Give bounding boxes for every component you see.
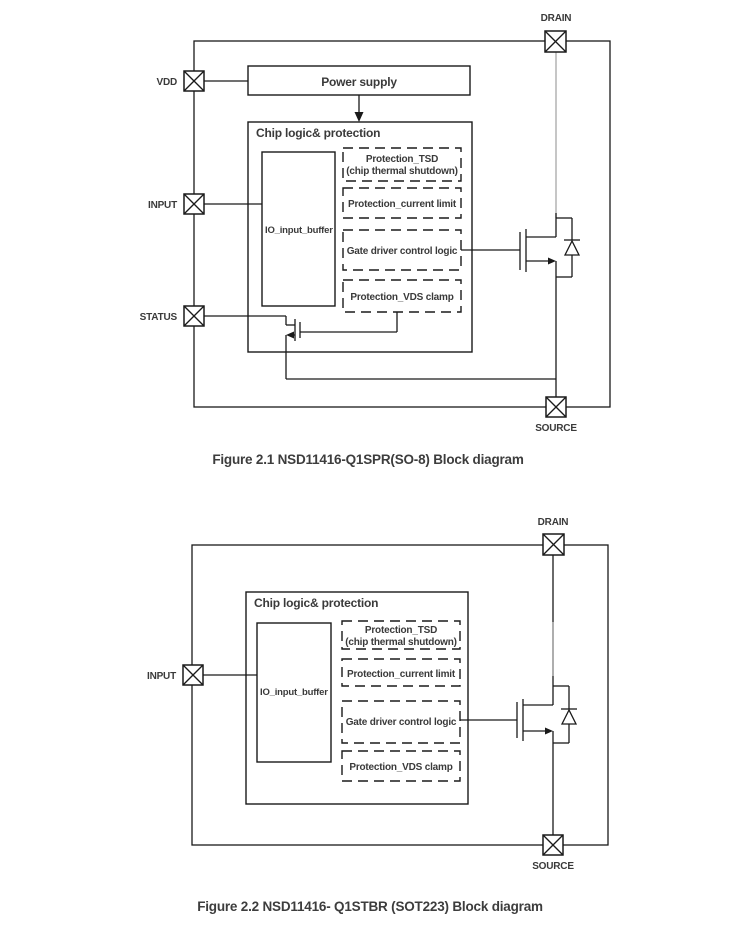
terminal-input: INPUT [148,193,205,215]
protection-current-limit-label: Protection_current limit [348,199,457,210]
power-to-logic-arrow [354,95,364,122]
protection-tsd-label-line1: Protection_TSD [366,154,438,165]
io-input-buffer-block [256,622,332,763]
status-mosfet-symbol [285,312,398,379]
chip-boundary-box [191,544,609,846]
gate-driver-block [341,700,461,744]
arrow-down-icon [354,112,364,122]
source-terminal-label: SOURCE [535,423,577,434]
protection-tsd-block [341,620,461,650]
power-supply-block [247,65,471,96]
source-terminal-label: SOURCE [532,861,574,872]
protection-tsd-block [342,147,462,182]
terminal-drain: DRAIN [541,13,572,53]
protection-vds-clamp-label: Protection_VDS clamp [349,762,452,773]
arrow-right-icon [548,257,556,265]
input-terminal-label: INPUT [148,200,177,211]
vdd-terminal-label: VDD [156,77,177,88]
drain-terminal-label: DRAIN [538,517,569,528]
protection-vds-clamp-label: Protection_VDS clamp [350,292,453,303]
figure-2-1-caption: Figure 2.1 NSD11416-Q1SPR(SO-8) Block di… [212,452,524,467]
protection-tsd-label-line2: (chip thermal shutdown) [345,637,457,648]
chip-logic-label: Chip logic& protection [256,126,380,140]
protection-tsd-label-line1: Protection_TSD [365,625,437,636]
protection-tsd-label-line2: (chip thermal shutdown) [346,166,458,177]
terminal-source: SOURCE [532,834,575,872]
terminal-vdd: VDD [156,70,205,92]
input-terminal-label: INPUT [147,671,176,682]
arrow-left-icon [286,331,294,339]
io-input-buffer-label: IO_input_buffer [265,225,333,236]
terminal-source: SOURCE [535,396,578,434]
body-diode-icon [563,239,581,277]
figure-2-2-caption: Figure 2.2 NSD11416- Q1STBR (SOT223) Blo… [197,899,543,914]
figure-2-1-diagram: Power supply Chip logic& protection IO_i… [140,13,611,467]
protection-vds-clamp-block [342,279,462,313]
chip-logic-label: Chip logic& protection [254,596,378,610]
terminal-input: INPUT [147,664,204,686]
io-input-buffer-block [261,151,336,307]
power-mosfet-symbol [460,685,578,835]
protection-current-limit-block [341,658,461,687]
power-supply-label: Power supply [321,75,397,89]
arrow-right-icon [545,727,553,735]
protection-vds-clamp-block [341,750,461,782]
protection-current-limit-label: Protection_current limit [347,669,456,680]
status-terminal-label: STATUS [140,312,178,323]
figure-2-2-diagram: Chip logic& protection IO_input_buffer P… [147,517,609,914]
io-input-buffer-label: IO_input_buffer [260,687,328,698]
body-diode-icon [560,708,578,743]
protection-current-limit-block [342,187,462,219]
gate-driver-block [342,229,462,271]
chip-boundary-box [193,40,611,408]
gate-driver-label: Gate driver control logic [346,717,457,728]
terminal-drain: DRAIN [538,517,569,556]
drain-terminal-label: DRAIN [541,13,572,24]
gate-driver-label: Gate driver control logic [347,246,458,257]
power-mosfet-symbol [461,213,581,397]
terminal-status: STATUS [140,305,205,327]
